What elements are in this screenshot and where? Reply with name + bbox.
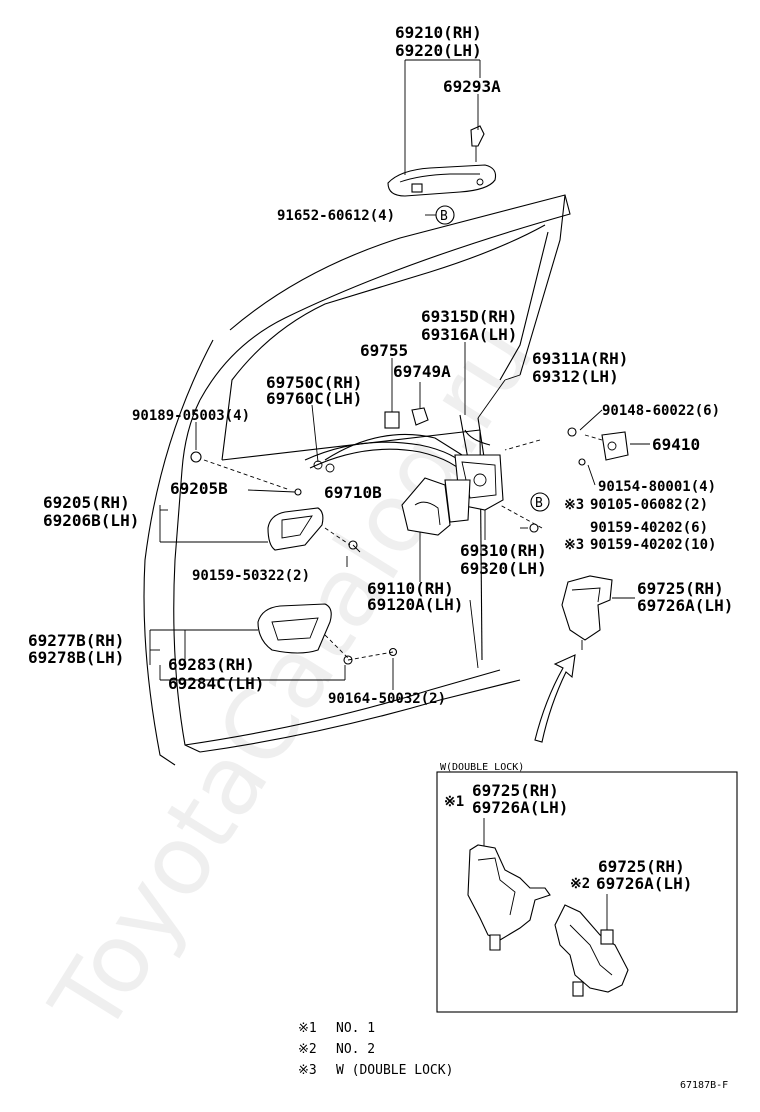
label-69205: 69205(RH) [43, 493, 130, 512]
marker-b-top: B [440, 209, 448, 224]
label-91652: 91652-60612(4) [277, 208, 395, 224]
lock-cover-part [401, 477, 451, 536]
inset-title: W(DOUBLE LOCK) [440, 762, 524, 773]
note-mark-3a: ※3 [564, 497, 584, 513]
note-3-text: W (DOUBLE LOCK) [336, 1063, 453, 1078]
label-69310: 69310(RH) [460, 541, 547, 560]
figure-id: 67187B-F [680, 1080, 728, 1091]
fasteners [190, 427, 586, 665]
label-90189: 90189-05003(4) [132, 408, 250, 424]
label-69284C: 69284C(LH) [168, 674, 264, 693]
note-2-text: NO. 2 [336, 1042, 375, 1057]
label-69210: 69210(RH) [395, 23, 482, 42]
alignment-lines [203, 434, 603, 661]
pull-handle-part [257, 603, 332, 654]
label-69315D: 69315D(RH) [421, 307, 517, 326]
label-69278B: 69278B(LH) [28, 648, 124, 667]
inset-label-69726A-1: 69726A(LH) [472, 798, 568, 817]
striker-part [601, 431, 629, 461]
label-69220: 69220(LH) [395, 41, 482, 60]
label-69710B: 69710B [324, 483, 382, 502]
label-69205B: 69205B [170, 479, 228, 498]
label-69726A-main: 69726A(LH) [637, 596, 733, 615]
note-3-mark: ※3 [298, 1063, 317, 1078]
inset-actuator-no2 [554, 904, 629, 997]
outside-handle-part [387, 164, 497, 197]
label-69749A: 69749A [393, 362, 451, 381]
label-69293A: 69293A [443, 77, 501, 96]
label-69110: 69110(RH) [367, 579, 454, 598]
inset-mark-1: ※1 [444, 794, 464, 810]
note-2-mark: ※2 [298, 1042, 317, 1057]
label-90159-50322: 90159-50322(2) [192, 568, 310, 584]
label-69120A: 69120A(LH) [367, 595, 463, 614]
label-69755: 69755 [360, 341, 408, 360]
label-69283: 69283(RH) [168, 655, 255, 674]
label-69311A: 69311A(RH) [532, 349, 628, 368]
label-69312: 69312(LH) [532, 367, 619, 386]
leader-lines [149, 59, 650, 690]
inset-pointer-arrow [534, 654, 576, 743]
marker-b-mid-circle [530, 492, 550, 512]
label-69725-main: 69725(RH) [637, 579, 724, 598]
inset-label-69726A-2: 69726A(LH) [596, 874, 692, 893]
label-69206B: 69206B(LH) [43, 511, 139, 530]
label-90154: 90154-80001(4) [598, 479, 716, 495]
inset-actuator-no1 [467, 844, 551, 951]
label-69750C: 69750C(RH) [266, 373, 362, 392]
marker-b-mid: B [535, 496, 543, 511]
label-90164: 90164-50032(2) [328, 691, 446, 707]
inside-handle-part [267, 507, 324, 551]
label-69410: 69410 [652, 435, 700, 454]
inset-mark-2: ※2 [570, 876, 590, 892]
handle-cap-part [470, 125, 485, 162]
label-69320: 69320(LH) [460, 559, 547, 578]
label-90159-40202-6: 90159-40202(6) [590, 520, 708, 536]
label-90105: 90105-06082(2) [590, 497, 708, 513]
door-frame [143, 194, 571, 766]
marker-b-top-circle [435, 205, 455, 225]
label-90148: 90148-60022(6) [602, 403, 720, 419]
double-lock-inset: W(DOUBLE LOCK) ※1 69725(RH) 69726A(LH) 6… [436, 762, 738, 1013]
inset-box [436, 771, 738, 1013]
notes-legend: ※1 NO. 1 ※2 NO. 2 ※3 W (DOUBLE LOCK) [298, 1021, 453, 1078]
note-1-text: NO. 1 [336, 1021, 375, 1036]
label-69316A: 69316A(LH) [421, 325, 517, 344]
label-69760C: 69760C(LH) [266, 389, 362, 408]
label-69277B: 69277B(RH) [28, 631, 124, 650]
inset-label-69725-1: 69725(RH) [472, 781, 559, 800]
note-mark-3b: ※3 [564, 537, 584, 553]
lock-actuator-part [561, 575, 613, 650]
label-90159-40202-10: 90159-40202(10) [590, 537, 716, 553]
rod-clips [384, 407, 429, 429]
watermark: ToyotaCatalog.ru [29, 304, 555, 1053]
note-1-mark: ※1 [298, 1021, 317, 1036]
door-lock-assembly [444, 454, 504, 523]
inset-label-69725-2: 69725(RH) [598, 857, 685, 876]
